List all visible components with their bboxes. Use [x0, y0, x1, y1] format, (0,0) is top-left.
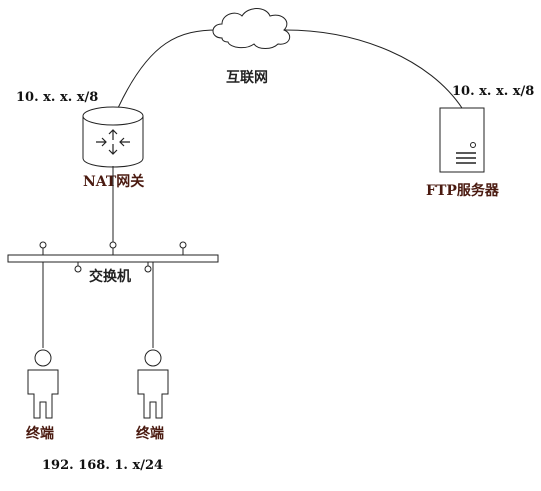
user-icon	[27, 349, 59, 419]
server-icon	[439, 107, 485, 173]
nat-gateway-label: NAT网关	[83, 173, 144, 190]
terminal-1-label: 终端	[26, 425, 54, 442]
lan-subnet-label: 192. 168. 1. x/24	[42, 458, 163, 473]
internet-label: 互联网	[226, 70, 268, 86]
user-icon	[137, 349, 169, 419]
switch-bar-icon	[7, 241, 219, 273]
terminal-2-label: 终端	[136, 425, 164, 442]
nat-ip-label: 10. x. x. x/8	[16, 90, 98, 105]
ftp-ip-label: 10. x. x. x/8	[452, 84, 534, 99]
ftp-server-label: FTP服务器	[426, 182, 500, 199]
cloud-icon	[212, 8, 291, 49]
router-icon	[82, 106, 144, 168]
link-internet-to-ftp	[284, 29, 463, 109]
switch-label: 交换机	[89, 268, 131, 285]
link-nat-to-internet	[117, 29, 219, 109]
